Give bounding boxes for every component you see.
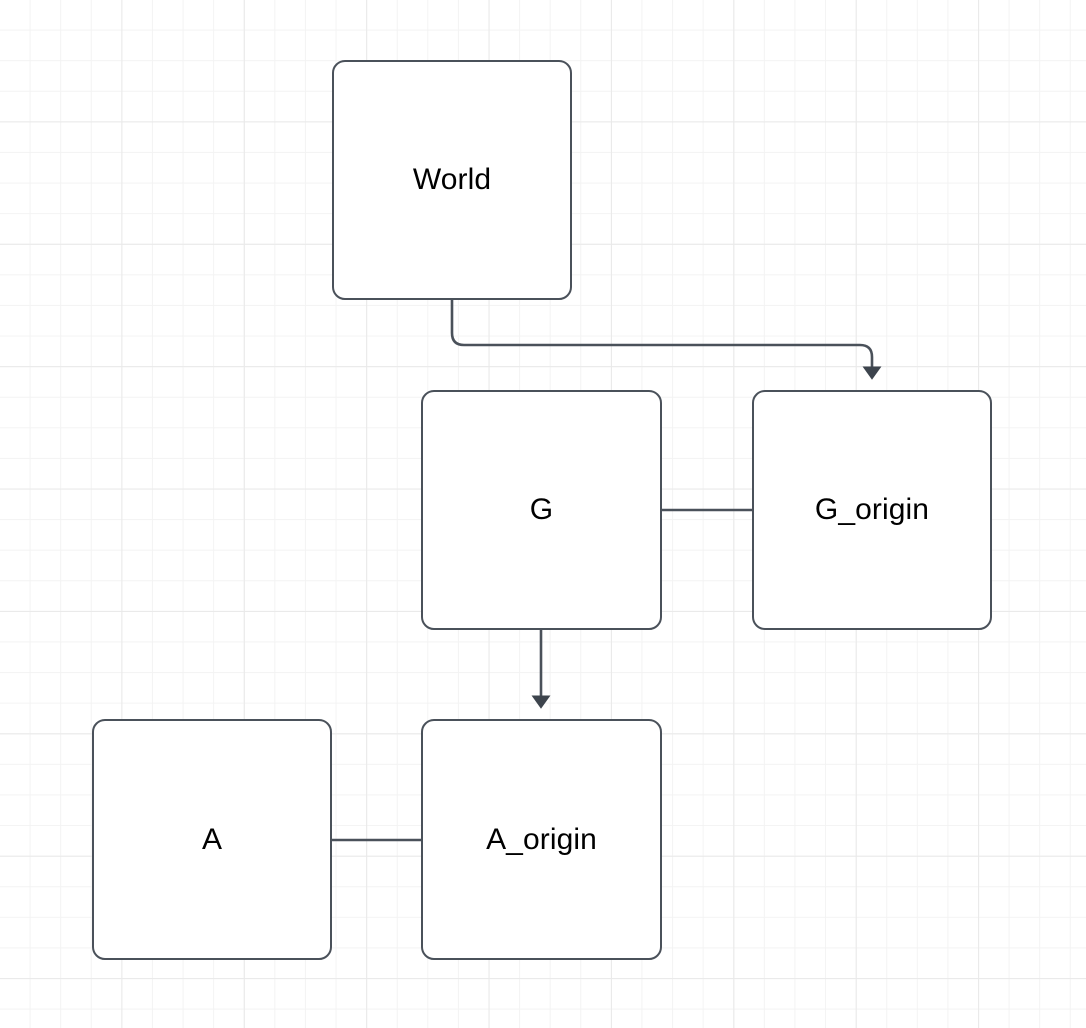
node-g-origin[interactable]: G_origin: [752, 390, 992, 630]
edge-world-to-g-origin: [450, 300, 882, 380]
node-g[interactable]: G: [421, 390, 662, 630]
node-a-label: A: [201, 822, 223, 856]
node-world-label: World: [412, 163, 492, 196]
node-a[interactable]: A: [92, 719, 332, 960]
node-g-label: G: [529, 493, 554, 526]
node-g-origin-label: G_origin: [814, 493, 930, 526]
node-a-origin[interactable]: A_origin: [421, 719, 662, 960]
node-a-origin-label: A_origin: [486, 822, 597, 856]
node-world[interactable]: World: [332, 60, 572, 300]
